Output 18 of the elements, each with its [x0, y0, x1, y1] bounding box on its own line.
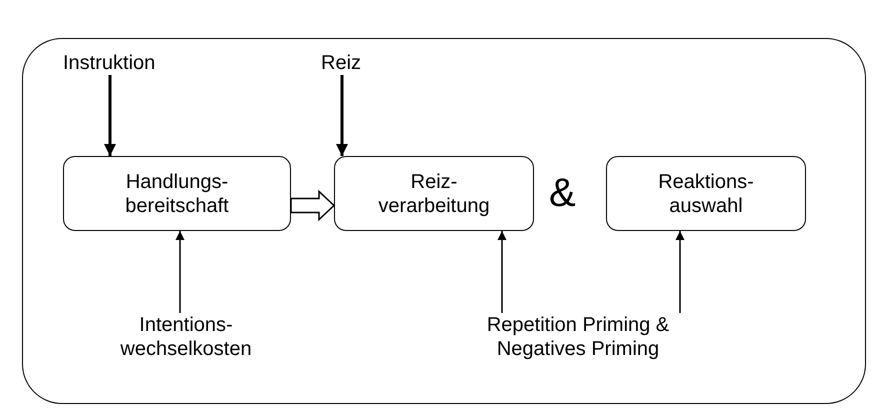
arrow — [104, 75, 116, 156]
text-label: Intentions- wechselkosten — [119, 313, 253, 361]
process-box — [63, 156, 291, 231]
text-label: Instruktion — [63, 51, 156, 75]
process-box — [606, 156, 806, 231]
text-label: Reiz — [321, 51, 362, 75]
arrow — [176, 231, 184, 313]
box-label: Reaktions- auswahl — [657, 170, 755, 218]
box-label: Handlungs- bereitschaft — [124, 170, 230, 218]
arrow — [336, 75, 348, 156]
ampersand-label: & — [549, 171, 576, 215]
box-label: Reiz- verarbeitung — [377, 170, 491, 218]
hollow-arrow — [290, 190, 336, 222]
text-label: Repetition Priming & Negatives Priming — [486, 313, 670, 361]
frame-box — [22, 38, 866, 404]
arrow — [498, 231, 506, 313]
process-box — [334, 156, 534, 231]
arrow — [676, 231, 684, 313]
